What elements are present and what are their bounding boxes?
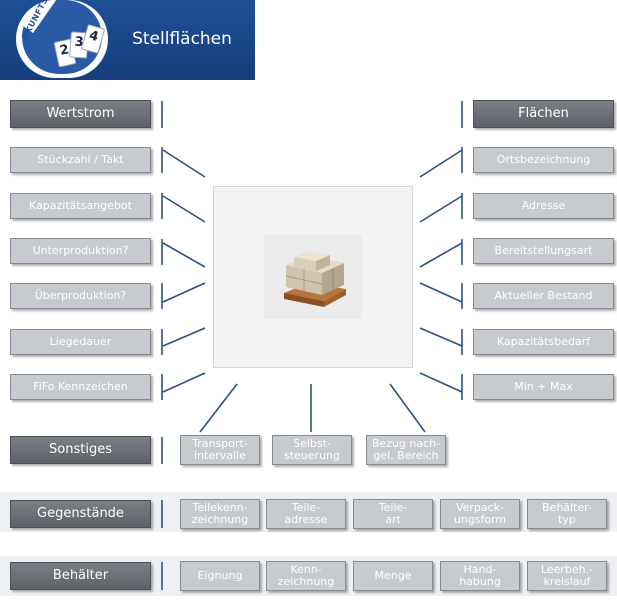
left-item-ueberproduktion: Überproduktion?: [10, 283, 151, 309]
left-item-kapazitaetsangebot: Kapazitätsangebot: [10, 193, 151, 219]
sonstiges-header: Sonstiges: [10, 436, 151, 464]
right-item-ortsbezeichnung: Ortsbezeichnung: [473, 147, 614, 173]
left-item-unterproduktion: Unterproduktion?: [10, 238, 151, 264]
right-item-aktueller-bestand: Aktueller Bestand: [473, 283, 614, 309]
wertstrom-header: Wertstrom: [10, 100, 151, 128]
right-item-min-max: Min + Max: [473, 374, 614, 400]
behaelter-item-menge: Menge: [353, 561, 433, 591]
pallet-icon: [264, 235, 362, 319]
left-item-fifo: FiFo Kennzeichen: [10, 374, 151, 400]
left-item-liegedauer: Liegedauer: [10, 329, 151, 355]
behaelter-item-eignung: Eignung: [180, 561, 260, 591]
behaelter-item-handhabung: Hand- habung: [440, 561, 520, 591]
left-item-stueckzahl: Stückzahl / Takt: [10, 147, 151, 173]
sonstiges-item-selbststeuerung: Selbst- steuerung: [272, 435, 352, 465]
gegenstaende-item-verpackungsform: Verpack- ungsform: [440, 499, 520, 529]
gegenstaende-header: Gegenstände: [10, 500, 151, 528]
gegenstaende-item-teileart: Teile- art: [353, 499, 433, 529]
sonstiges-item-bezug: Bezug nach- gel. Bereich: [366, 435, 446, 465]
gegenstaende-item-teilekennzeichnung: Teilekenn- zeichnung: [180, 499, 260, 529]
logo-emblem: NKUNFTS 2 3 4: [16, 0, 108, 78]
sonstiges-item-transportintervalle: Transport- intervalle: [180, 435, 260, 465]
right-item-kapazitaetsbedarf: Kapazitätsbedarf: [473, 329, 614, 355]
pallet-image: [264, 235, 362, 319]
behaelter-item-leerbehaelterkreislauf: Leerbeh.- kreislauf: [527, 561, 607, 591]
flaechen-header: Flächen: [473, 100, 614, 128]
right-item-adresse: Adresse: [473, 193, 614, 219]
right-item-bereitstellungsart: Bereitstellungsart: [473, 238, 614, 264]
gegenstaende-item-behaeltertyp: Behälter- typ: [527, 499, 607, 529]
behaelter-item-kennzeichnung: Kenn- zeichnung: [266, 561, 346, 591]
gegenstaende-item-teileadresse: Teile- adresse: [266, 499, 346, 529]
header-banner: NKUNFTS 2 3 4 Stellflächen: [0, 0, 255, 80]
behaelter-header: Behälter: [10, 562, 151, 590]
page-title: Stellflächen: [132, 29, 232, 49]
